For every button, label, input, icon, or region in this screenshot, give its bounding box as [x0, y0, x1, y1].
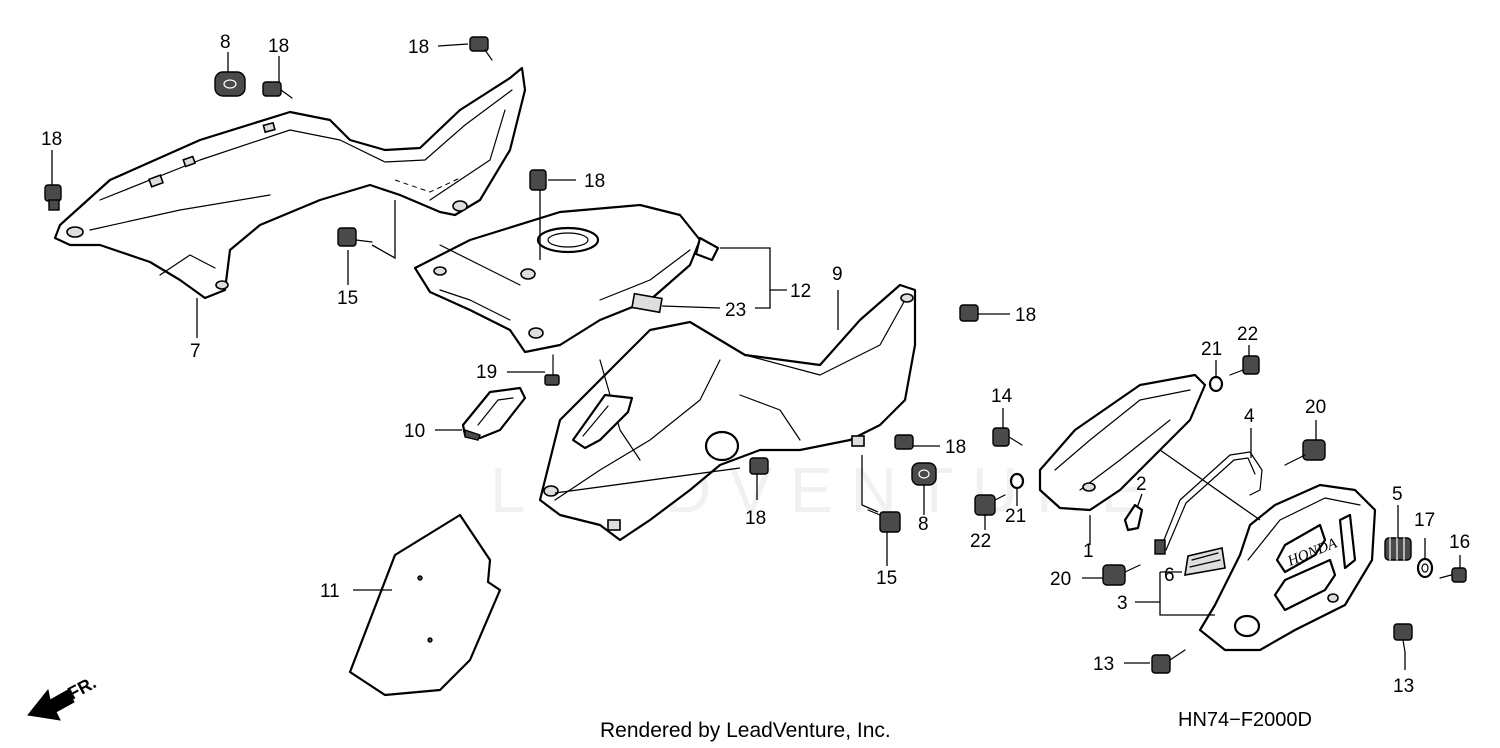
bolt-part-15a — [337, 227, 373, 247]
bolt-part-16 — [1439, 567, 1467, 583]
callout-20: 20 — [1050, 569, 1071, 590]
callout-10: 10 — [404, 421, 425, 442]
grommet-part-8a — [214, 71, 246, 97]
callout-5: 5 — [1392, 484, 1403, 505]
foam-block-part-6 — [1184, 547, 1226, 576]
clip-part-18d — [529, 169, 547, 191]
callout-21: 21 — [1201, 339, 1222, 360]
washer-part-17 — [1416, 557, 1434, 579]
nut-part-5 — [1384, 537, 1412, 561]
front-arrow-icon — [27, 688, 75, 721]
callout-18: 18 — [745, 508, 766, 529]
callout-3: 3 — [1117, 593, 1128, 614]
callout-18: 18 — [41, 129, 62, 150]
callout-18: 18 — [584, 171, 605, 192]
callout-4: 4 — [1244, 406, 1255, 427]
callout-18: 18 — [945, 437, 966, 458]
callout-15: 15 — [337, 288, 358, 309]
callout-16: 16 — [1449, 532, 1470, 553]
callout-8: 8 — [220, 32, 231, 53]
washer-part-21a — [1208, 375, 1224, 393]
callout-14: 14 — [991, 386, 1013, 407]
washer-part-21b — [1009, 472, 1025, 490]
tray-part-1 — [1038, 373, 1207, 512]
clip-part-18e — [959, 304, 979, 322]
callout-18: 18 — [268, 36, 289, 57]
callout-22: 22 — [1237, 324, 1258, 345]
clip-part-2 — [1123, 503, 1144, 532]
callout-23: 23 — [725, 300, 746, 321]
callout-13: 13 — [1093, 654, 1114, 675]
callout-22: 22 — [970, 531, 991, 552]
callout-20: 20 — [1305, 397, 1326, 418]
grommet-part-8b — [911, 462, 937, 486]
callout-17: 17 — [1414, 510, 1435, 531]
rear-fender-part — [538, 283, 917, 542]
callout-8: 8 — [918, 514, 929, 535]
clip-part-18g — [749, 457, 769, 475]
bolt-part-13a — [1151, 649, 1186, 674]
callout-11: 11 — [320, 581, 340, 602]
bolt-part-13b — [1393, 623, 1413, 653]
diagram-code: HN74−F2000D — [1178, 709, 1312, 731]
screw-part-19 — [544, 354, 560, 386]
callout-2: 2 — [1136, 474, 1147, 495]
callout-1: 1 — [1083, 541, 1094, 562]
callout-13: 13 — [1393, 676, 1414, 697]
bolt-part-20b — [1102, 564, 1141, 586]
center-body-part — [413, 203, 720, 354]
side-panel-part-11 — [348, 513, 502, 697]
callout-9: 9 — [832, 264, 843, 285]
rubber-pad-23 — [631, 292, 663, 314]
callout-19: 19 — [476, 362, 497, 383]
callout-18: 18 — [408, 37, 429, 58]
battery-cover-part-3: HONDA — [1198, 483, 1377, 652]
callout-labels: 8 18 18 18 18 15 7 12 23 9 18 19 10 18 1… — [41, 32, 1470, 697]
bolt-part-14 — [992, 427, 1023, 447]
callout-12: 12 — [790, 281, 811, 302]
leader-lines — [51, 43, 1461, 670]
clip-part-18a — [44, 184, 62, 211]
strap-part-4 — [1154, 451, 1263, 555]
rendered-by-caption: Rendered by LeadVenture, Inc. — [600, 719, 891, 742]
front-direction-indicator: FR. — [27, 672, 99, 721]
clip-part-18b — [262, 81, 293, 99]
bolt-part-22a — [1229, 355, 1260, 376]
bolt-part-20a — [1284, 439, 1326, 466]
callout-6: 6 — [1164, 565, 1175, 586]
bolt-part-15b — [867, 509, 901, 533]
callout-7: 7 — [190, 341, 201, 362]
callout-15: 15 — [876, 568, 897, 589]
pad-part-10 — [461, 386, 527, 441]
clip-part-18c — [469, 36, 493, 61]
clip-part-18f — [894, 434, 914, 450]
callout-18: 18 — [1015, 305, 1036, 326]
left-side-cover-part — [53, 66, 527, 300]
callout-21: 21 — [1005, 506, 1026, 527]
